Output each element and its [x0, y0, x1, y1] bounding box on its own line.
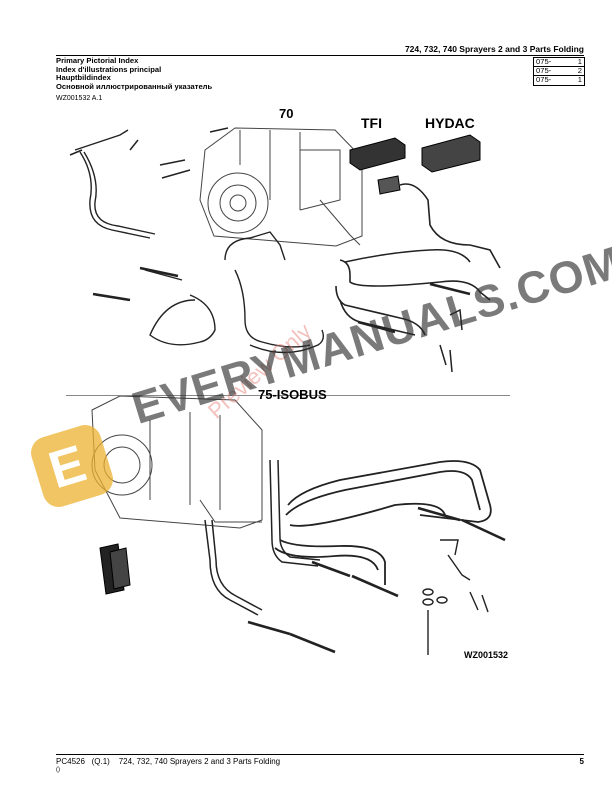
index-title-en: Primary Pictorial Index — [56, 56, 139, 65]
hydraulic-hoses-lower — [204, 459, 321, 616]
ref-code: 075- — [532, 56, 569, 68]
index-title-de: Hauptbildindex — [56, 73, 111, 83]
footer-rule — [56, 754, 584, 755]
section-divider — [66, 395, 510, 396]
tractor-outline-upper — [199, 127, 363, 247]
valve-block-hydac — [421, 134, 481, 173]
header-rule — [56, 55, 584, 56]
index-titles: Primary Pictorial Index Index d'illustra… — [56, 56, 213, 91]
figure-id: WZ001532 — [464, 650, 509, 660]
section-label-tfi: TFI — [361, 115, 382, 131]
connector-bundle — [99, 543, 131, 595]
valve-block-tfi — [349, 137, 406, 171]
cylinders-upper — [92, 266, 471, 334]
footer-document: PC4526 (Q.1) 724, 732, 740 Sprayers 2 an… — [56, 757, 281, 766]
ref-code: 075- — [532, 66, 569, 77]
fittings-lower — [422, 539, 489, 655]
index-title-ru: Основной иллюстрированный указатель — [56, 81, 213, 91]
fittings-upper — [69, 127, 463, 373]
ref-row[interactable]: 075- 1 — [532, 75, 585, 86]
reference-table: 075- 1 075- 2 075- 1 — [532, 56, 585, 86]
header-title: 724, 732, 740 Sprayers 2 and 3 Parts Fol… — [404, 44, 584, 54]
boom-hoses-lower — [274, 460, 492, 585]
section-label-isobus: 75-ISOBUS — [258, 387, 327, 402]
section-label-70: 70 — [279, 106, 294, 121]
page-number: 5 — [579, 757, 584, 766]
footer-sub: () — [56, 767, 60, 773]
section-label-hydac: HYDAC — [425, 115, 475, 131]
valve-block-small — [377, 175, 401, 195]
hydraulic-hoses-upper — [74, 129, 325, 354]
ref-num: 1 — [568, 75, 585, 86]
watermark-logo-letter: E — [42, 434, 93, 501]
ref-code: 075- — [532, 75, 569, 86]
cylinders-lower — [247, 506, 506, 654]
boom-hoses-upper — [335, 183, 501, 336]
figure-reference: WZ001532 A.1 — [56, 95, 103, 102]
index-title-fr: Index d'illustrations principal — [56, 64, 162, 74]
